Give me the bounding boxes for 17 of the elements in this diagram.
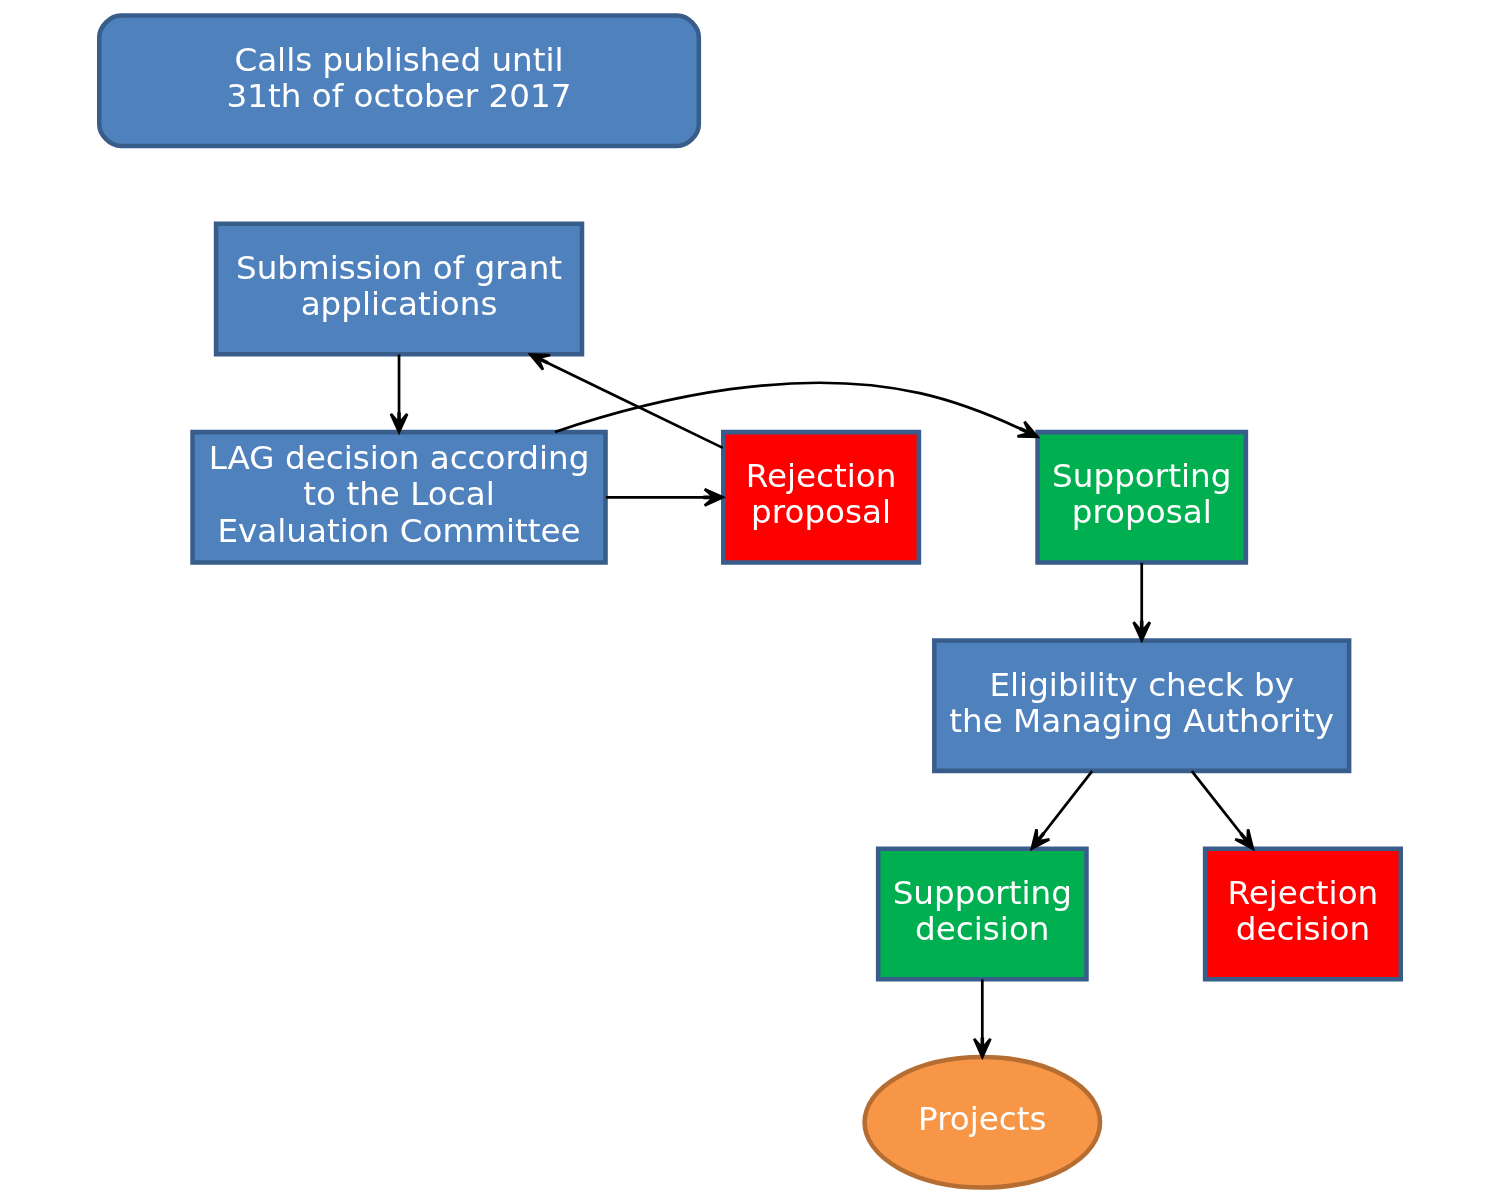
node-box: Submission of grant applications [213, 221, 584, 357]
node-box: Calls published until 31th of october 2017 [96, 13, 701, 149]
arrow [972, 979, 992, 1059]
arrow [605, 487, 724, 507]
arrow [1190, 770, 1254, 850]
node-box: Eligibility check by the Managing Authority [931, 638, 1351, 774]
arrow [1030, 770, 1093, 850]
node-box: Rejection proposal [720, 429, 921, 565]
arrow [528, 353, 723, 450]
arrow [389, 354, 409, 434]
node-box: LAG decision according to the Local Evaluation Committee [189, 429, 608, 565]
node-box: Supporting proposal [1034, 429, 1248, 565]
arrow [554, 381, 1039, 439]
node-ellipse: Projects [861, 1054, 1102, 1190]
node-box: Supporting decision [875, 846, 1089, 982]
node-box: Rejection decision [1202, 846, 1403, 982]
arrow [1131, 562, 1151, 642]
